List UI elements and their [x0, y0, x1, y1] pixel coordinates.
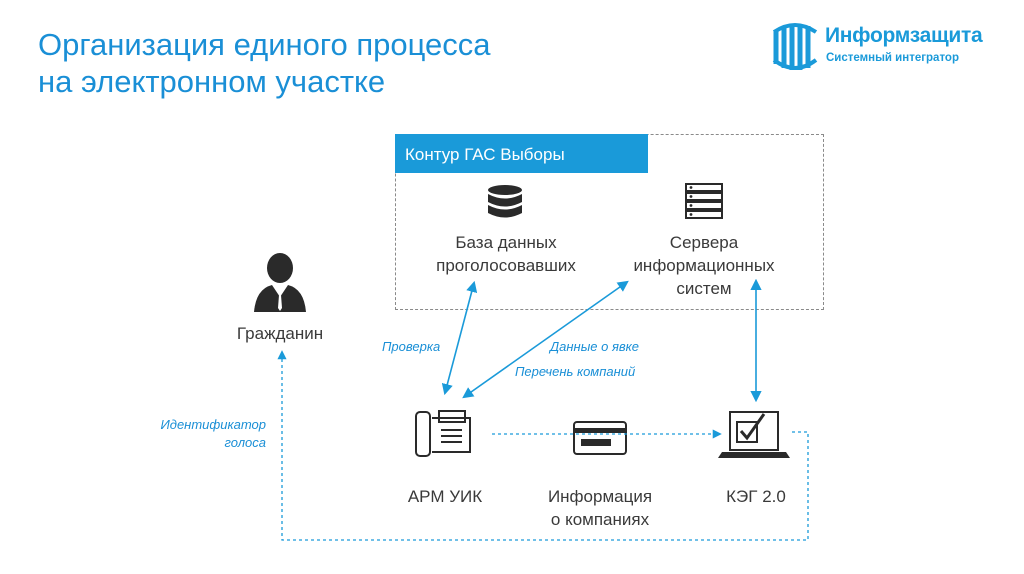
- servers-label-line3: систем: [676, 279, 732, 298]
- servers-label-line1: Сервера: [669, 233, 739, 252]
- logo-mark-icon: [772, 23, 818, 70]
- desk-phone-icon: [415, 410, 471, 457]
- laptop-check-icon: [718, 411, 790, 458]
- check-connector: [441, 280, 478, 396]
- company-logo: Информзащита Системный интегратор: [770, 18, 1000, 74]
- turnout-edge-label: Данные о явке: [550, 339, 640, 354]
- servers-label-line2: информационных: [633, 256, 775, 275]
- database-icon: [488, 185, 522, 218]
- company-info-label: Информация о компаниях: [520, 485, 680, 531]
- person-icon: [254, 253, 306, 312]
- company-info-label-line1: Информация: [547, 487, 653, 506]
- page-title-line2: на электронном участке: [38, 64, 386, 99]
- servers-label: Сервера информационных систем: [598, 231, 810, 300]
- server-rack-icon: [685, 183, 723, 219]
- database-label: База данных проголосовавших: [400, 231, 612, 277]
- companies-edge-label: Перечень компаний: [515, 364, 636, 379]
- card-icon: [573, 421, 627, 455]
- voter-id-edge-label-line2: голоса: [224, 435, 266, 450]
- page-title-line1: Организация единого процесса: [38, 27, 491, 62]
- check-edge-label: Проверка: [382, 339, 441, 354]
- voter-id-edge-label-line1: Идентификатор: [160, 417, 266, 432]
- database-label-line2: проголосовавших: [436, 256, 576, 275]
- voter-id-edge-label: Идентификатор голоса: [130, 416, 266, 452]
- logo-name: Информзащита: [825, 24, 983, 47]
- arm-uik-label: АРМ УИК: [407, 487, 483, 506]
- keg-label: КЭГ 2.0: [726, 487, 786, 506]
- page-title: Организация единого процесса на электрон…: [38, 26, 491, 100]
- company-info-label-line2: о компаниях: [550, 510, 650, 529]
- gas-contour-label: Контур ГАС Выборы: [395, 134, 648, 173]
- logo-subtitle: Системный интегратор: [826, 52, 959, 64]
- database-label-line1: База данных: [455, 233, 557, 252]
- citizen-label: Гражданин: [236, 324, 324, 343]
- turnout-connector: [462, 280, 629, 399]
